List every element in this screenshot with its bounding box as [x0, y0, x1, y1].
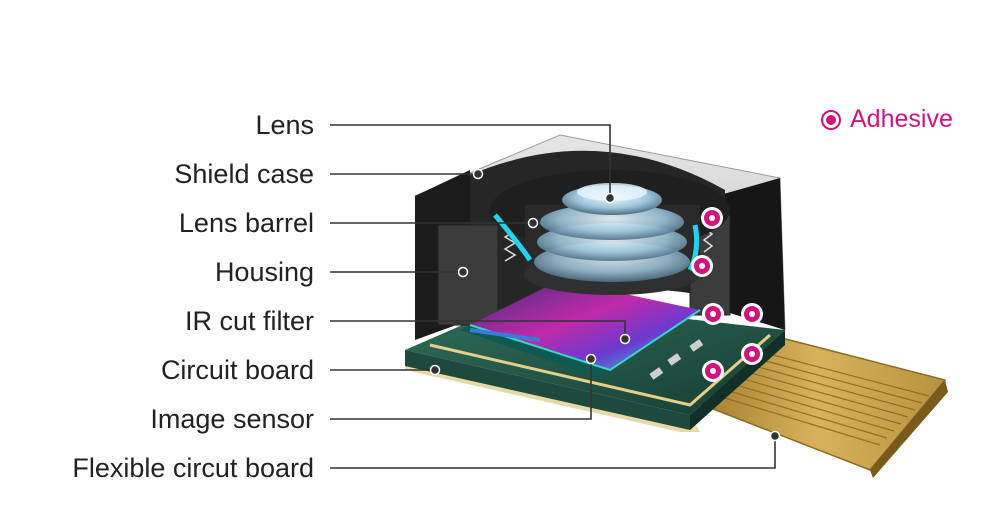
adhesive-dot-icon	[691, 255, 713, 277]
lens-stack	[534, 183, 690, 282]
adhesive-dot-icon	[702, 360, 724, 382]
adhesive-dot-icon	[701, 207, 723, 229]
label-lens-barrel: Lens barrel	[178, 208, 314, 238]
leader-image-sensor	[330, 360, 592, 420]
leader-lens	[330, 124, 611, 196]
label-housing: Housing	[214, 257, 314, 287]
label-ir-cut-filter: IR cut filter	[184, 306, 314, 336]
leader-lines	[330, 124, 776, 469]
adhesive-dot-icon	[741, 343, 763, 365]
adhesive-dot-icon	[741, 303, 763, 325]
label-shield-case: Shield case	[174, 159, 314, 189]
leader-ir-cut-filter	[330, 320, 626, 338]
label-image-sensor: Image sensor	[150, 404, 314, 434]
adhesive-dot-icon	[821, 109, 841, 130]
label-flexible-circuit-board: Flexible circut board	[72, 453, 314, 483]
legend-label: Adhesive	[850, 105, 953, 133]
leader-flexible-circuit-board	[330, 437, 776, 469]
leader-endpoints	[429, 168, 781, 442]
legend: Adhesive	[820, 105, 953, 134]
adhesive-markers	[691, 207, 763, 382]
label-lens: Lens	[255, 110, 314, 140]
adhesive-dot-icon	[702, 303, 724, 325]
image-sensor	[460, 280, 701, 378]
label-circuit-board: Circuit board	[160, 355, 314, 385]
